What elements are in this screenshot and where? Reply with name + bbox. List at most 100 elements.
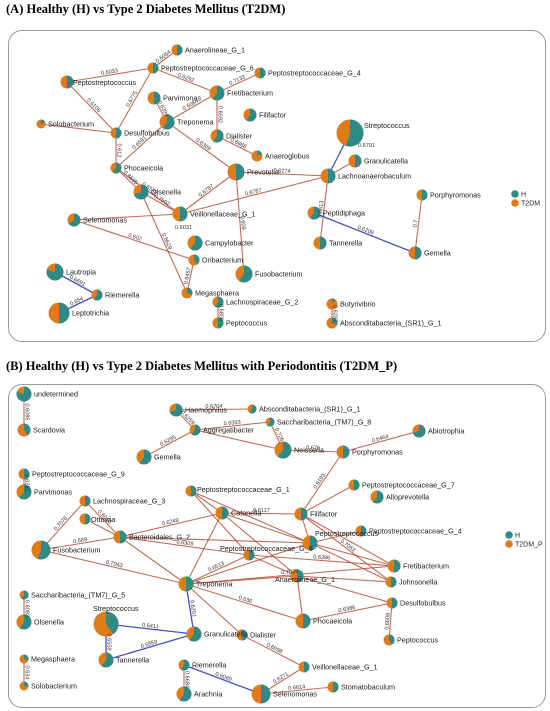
node-label-olsenella: Olsenella	[151, 188, 181, 197]
node-gemella	[136, 449, 152, 465]
edge-weight-label: 0.6559	[106, 633, 112, 650]
node-label-porphyromonas: Porphyromonas	[352, 448, 403, 457]
node-haemophilus-h-slice	[169, 403, 183, 417]
edge-catonella-anaerolineae-g-1	[221, 512, 298, 577]
node-desulfobulbus	[386, 597, 398, 609]
legend-swatch-t2dm-p	[505, 540, 513, 548]
node-butyrivibrio-h-slice	[332, 298, 336, 304]
node-desulfobulbus-h-slice	[116, 127, 122, 139]
edge-fusobacterium-treponema	[40, 549, 187, 585]
edge-weight-label: 0.6064	[155, 49, 172, 64]
node-label-desulfobulbus: Desulfobulbus	[400, 599, 446, 608]
node-phocaeicola-h-slice	[303, 613, 311, 629]
node-neisseria-h-slice	[278, 441, 292, 459]
edge-weight-label: 0.6209	[356, 225, 374, 237]
node-parvimonas-h-slice	[19, 484, 32, 500]
edge-streptococcus-granulicatella	[105, 623, 195, 635]
node-peptostreptococcus	[302, 535, 318, 551]
edge-filifactor-fretibacterium	[300, 513, 395, 567]
node-lachnospiraceae-g-2-h-slice	[214, 296, 224, 308]
node-bacteroidales-g-2-h-slice	[120, 530, 127, 544]
node-dialister	[210, 129, 224, 143]
node-fusobacterium-h-slice	[239, 265, 253, 283]
node-gemella-h-slice	[139, 449, 152, 465]
edge-catonella-filifactor	[221, 512, 302, 515]
node-lachnospiraceae-g-2	[212, 296, 224, 308]
node-lachnoanaerobaculum-h-slice	[328, 168, 336, 184]
edge-weight-label: 0.7133	[228, 74, 246, 87]
node-label-undetermined: undetermined	[34, 390, 78, 399]
node-peptostreptococcaceae-g-6	[243, 549, 255, 561]
edge-desulfobulbus-phocaeicola	[302, 602, 393, 622]
node-label-butyrivibrio: Butyrivibrio	[340, 300, 376, 309]
node-fretibacterium	[387, 559, 401, 573]
node-dialister-h-slice	[242, 629, 248, 641]
edge-weight-label: 0.6775	[125, 90, 139, 108]
node-alloprevotella	[370, 490, 384, 504]
node-label-phocaeicola: Phocaeicola	[313, 617, 352, 626]
edge-lachnospiraceae-g-3-fusobacterium	[40, 500, 86, 551]
node-catonella	[215, 506, 229, 520]
node-label-catonella: Catonella	[231, 509, 261, 518]
node-solobacterium-h-slice	[24, 681, 29, 688]
edge-weight-label: 0.6033	[101, 68, 119, 77]
node-riemerella-h-slice	[180, 659, 190, 671]
node-parvimonas	[16, 484, 32, 500]
edge-treponema-catonella	[185, 512, 223, 585]
node-peptococcus	[383, 634, 395, 646]
node-peptostreptococcaceae-g-7	[348, 479, 360, 491]
edge-weight-label: 0.636	[238, 595, 253, 605]
node-absconditabacteria-sr1-g-1-h-slice	[332, 317, 338, 325]
node-campylobacter	[187, 235, 203, 251]
node-label-streptococcus: Streptococcus	[93, 604, 139, 613]
edge-weight-label: 0.6098	[265, 642, 283, 655]
node-gemella-h-slice	[415, 246, 422, 260]
node-megasphaera	[19, 654, 29, 664]
edge-weight-label: 0.6614	[288, 684, 306, 692]
edge-selenomonas-oribacterium	[73, 219, 195, 261]
edge-prevotella-lachnoanaerobaculum	[235, 171, 329, 177]
node-neisseria	[274, 441, 292, 459]
node-butyrivibrio	[326, 298, 338, 310]
node-label-campylobacter: Campylobacter	[205, 239, 254, 248]
node-label-alloprevotella: Alloprevotella	[386, 493, 429, 502]
node-undetermined-h-slice	[16, 386, 32, 402]
edge-weight-label: 0.6292	[24, 474, 30, 491]
node-veillonellaceae-g-1-h-slice	[304, 661, 310, 673]
node-lachnospiraceae-g-3	[79, 495, 91, 507]
edge-desulfobulbus-peptococcus	[388, 602, 393, 641]
node-treponema	[178, 576, 194, 592]
edge-weight-label: 0.6591	[131, 135, 148, 151]
node-saccharibacteria-tm7-g-8-h-slice	[267, 417, 275, 427]
node-treponema-h-slice	[162, 114, 175, 130]
node-fretibacterium-h-slice	[394, 559, 401, 573]
edge-weight-label: 0.6787	[244, 188, 262, 198]
edge-porphyromonas-gemella	[414, 194, 423, 254]
node-selenomonas-h-slice	[68, 213, 81, 227]
node-label-phocaeicola: Phocaeicola	[124, 164, 163, 173]
node-peptostreptococcaceae-g-7-h-slice	[354, 479, 360, 491]
edge-peptostreptococcaceae-g-6-fretibacterium	[152, 67, 218, 94]
edge-aggregatibacter-saccharibacteria-tm7-g-8	[194, 421, 271, 431]
edge-fretibacterium-peptostreptococcaceae-g-4	[216, 72, 261, 94]
node-olsenella	[16, 614, 32, 630]
edge-weight-label: 0.612	[116, 144, 122, 158]
node-label-peptostreptococcaceae-g-6: Peptostreptococcaceae_G_6	[220, 544, 313, 553]
legend-label-h: H	[521, 192, 526, 199]
node-label-peptococcus: Peptococcus	[226, 319, 268, 328]
edge-bacteroidales-g-2-treponema	[119, 536, 187, 585]
edge-weight-label: 0.6806	[218, 304, 224, 321]
node-granulicatella-h-slice	[355, 154, 362, 168]
node-label-haemophilus: Haemophilus	[185, 406, 227, 415]
node-peptostreptococcus	[60, 75, 74, 89]
edge-solobacterium-desulfobulbus	[40, 123, 117, 134]
node-porphyromonas	[336, 445, 350, 459]
node-johnsonella	[385, 576, 397, 588]
edge-weight-label: 0.6274	[273, 168, 290, 175]
node-phocaeicola-h-slice	[112, 162, 122, 174]
edge-aggregatibacter-neisseria	[194, 429, 284, 451]
node-scardovia	[17, 423, 31, 437]
node-peptostreptococcaceae-g-9	[18, 468, 30, 480]
